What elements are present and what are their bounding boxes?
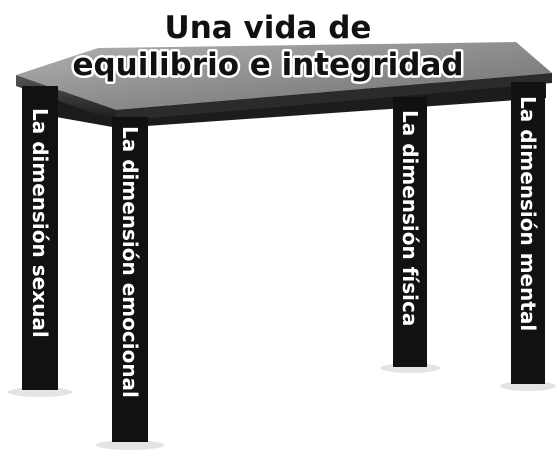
leg-sexual [22,86,58,390]
leg-physical [393,97,427,367]
leg-label-physical: La dimensión física [398,110,422,326]
tabletop [16,42,552,110]
leg-label-sexual: La dimensión sexual [28,108,52,338]
leg-emotional [112,117,148,442]
leg-label-mental: La dimensión mental [516,96,540,331]
title-line-1: Una vida de [165,10,372,46]
tabletop-edge-side [116,73,552,121]
title-line-2: equilibrio e integridad [72,47,463,83]
floor-shadows [8,363,556,450]
leg-mental [511,82,545,384]
leg-label-emotional: La dimensión emocional [118,126,142,398]
